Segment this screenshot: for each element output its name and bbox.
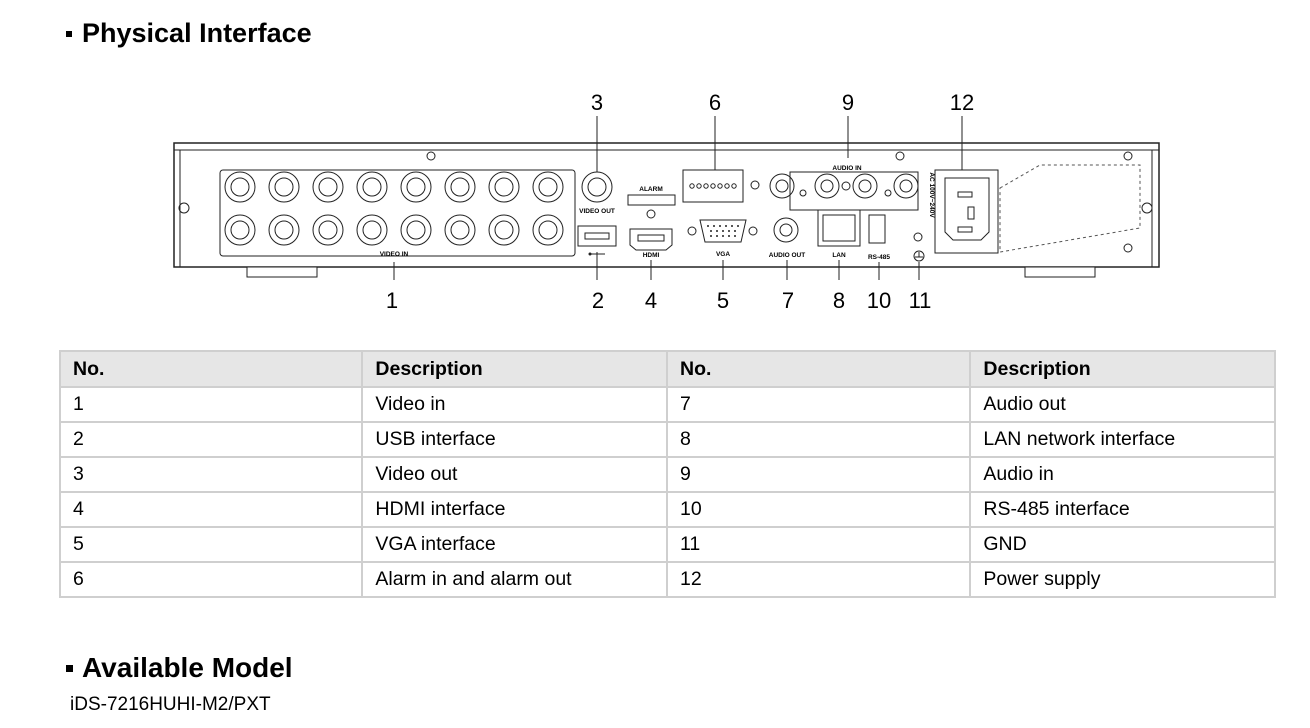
cell-description: Audio out xyxy=(969,386,1276,423)
label-video-in: VIDEO IN xyxy=(380,251,409,258)
cell-no: 5 xyxy=(58,526,364,563)
callout-1: 1 xyxy=(386,288,398,313)
callout-10: 10 xyxy=(867,288,891,313)
callout-5: 5 xyxy=(717,288,729,313)
cell-no: 10 xyxy=(665,491,972,528)
chassis xyxy=(173,142,1160,278)
callout-12: 12 xyxy=(950,90,974,115)
label-audio-in: AUDIO IN xyxy=(832,165,862,172)
callout-8: 8 xyxy=(833,288,845,313)
label-alarm: ALARM xyxy=(639,186,662,193)
cell-no: 12 xyxy=(665,561,972,598)
cell-description: USB interface xyxy=(361,421,668,458)
label-audio-out: AUDIO OUT xyxy=(769,252,806,259)
cell-no: 8 xyxy=(665,421,972,458)
header-no: No. xyxy=(58,350,364,388)
table-row: 4 HDMI interface 10 RS-485 interface xyxy=(58,491,1276,528)
cell-description: GND xyxy=(969,526,1276,563)
cell-no: 3 xyxy=(58,456,364,493)
available-model-title: Available Model xyxy=(82,652,293,683)
cell-description: HDMI interface xyxy=(361,491,668,528)
physical-interface-heading: Physical Interface xyxy=(66,18,312,49)
leader-lines xyxy=(393,116,963,280)
label-rs485: RS-485 xyxy=(868,254,890,261)
label-hdmi: HDMI xyxy=(643,252,660,259)
lan-port: LAN xyxy=(817,209,861,259)
bullet-icon xyxy=(66,664,73,672)
cell-description: Video out xyxy=(361,456,668,493)
cell-description: Alarm in and alarm out xyxy=(361,561,668,598)
audio-out-port: AUDIO OUT xyxy=(769,217,806,259)
callout-6: 6 xyxy=(709,90,721,115)
cell-no: 9 xyxy=(665,456,972,493)
vga-port: VGA xyxy=(687,219,758,258)
audio-in-ports: AUDIO IN xyxy=(769,165,919,211)
cell-no: 7 xyxy=(665,386,972,423)
callout-2: 2 xyxy=(592,288,604,313)
table-row: 6 Alarm in and alarm out 12 Power supply xyxy=(58,561,1276,598)
cell-no: 6 xyxy=(58,561,364,598)
label-lan: LAN xyxy=(832,252,846,259)
header-no: No. xyxy=(665,350,972,388)
table-row: 2 USB interface 8 LAN network interface xyxy=(58,421,1276,458)
label-vga: VGA xyxy=(716,251,730,258)
label-ac: AC 100V~240V xyxy=(928,172,935,218)
label-video-out: VIDEO OUT xyxy=(579,208,615,215)
video-in-ports: VIDEO IN xyxy=(219,169,576,258)
cell-no: 1 xyxy=(58,386,364,423)
cell-description: VGA interface xyxy=(361,526,668,563)
interface-table: No. Description No. Description 1 Video … xyxy=(58,350,1276,598)
cell-description: LAN network interface xyxy=(969,421,1276,458)
cell-description: RS-485 interface xyxy=(969,491,1276,528)
header-description: Description xyxy=(969,350,1276,388)
power-socket-icon xyxy=(944,177,990,241)
cell-description: Audio in xyxy=(969,456,1276,493)
callout-3: 3 xyxy=(591,90,603,115)
bullet-icon xyxy=(66,30,72,37)
cell-no: 11 xyxy=(665,526,972,563)
physical-interface-title: Physical Interface xyxy=(82,18,312,48)
alarm-terminal: ALARM xyxy=(627,169,760,219)
usb-icon xyxy=(588,252,605,256)
cell-no: 2 xyxy=(58,421,364,458)
cell-no: 4 xyxy=(58,491,364,528)
table-row: 5 VGA interface 11 GND xyxy=(58,526,1276,563)
table-header-row: No. Description No. Description xyxy=(58,350,1276,388)
cell-description: Video in xyxy=(361,386,668,423)
callout-7: 7 xyxy=(782,288,794,313)
header-description: Description xyxy=(361,350,668,388)
model-number: iDS-7216HUHI-M2/PXT xyxy=(70,694,271,715)
callout-9: 9 xyxy=(842,90,854,115)
callout-4: 4 xyxy=(645,288,657,313)
power-supply: AC 100V~240V xyxy=(928,164,1141,254)
usb-port xyxy=(577,225,617,256)
table-row: 3 Video out 9 Audio in xyxy=(58,456,1276,493)
rear-panel-diagram: VIDEO IN VIDEO OUT ALARM HDMI xyxy=(173,90,1160,313)
ground-icon xyxy=(913,232,925,262)
rs485-terminal: RS-485 xyxy=(868,214,890,261)
callout-11: 11 xyxy=(909,288,932,313)
cell-description: Power supply xyxy=(969,561,1276,598)
available-model-heading: Available Model xyxy=(66,652,293,684)
table-row: 1 Video in 7 Audio out xyxy=(58,386,1276,423)
hdmi-port: HDMI xyxy=(629,228,673,259)
